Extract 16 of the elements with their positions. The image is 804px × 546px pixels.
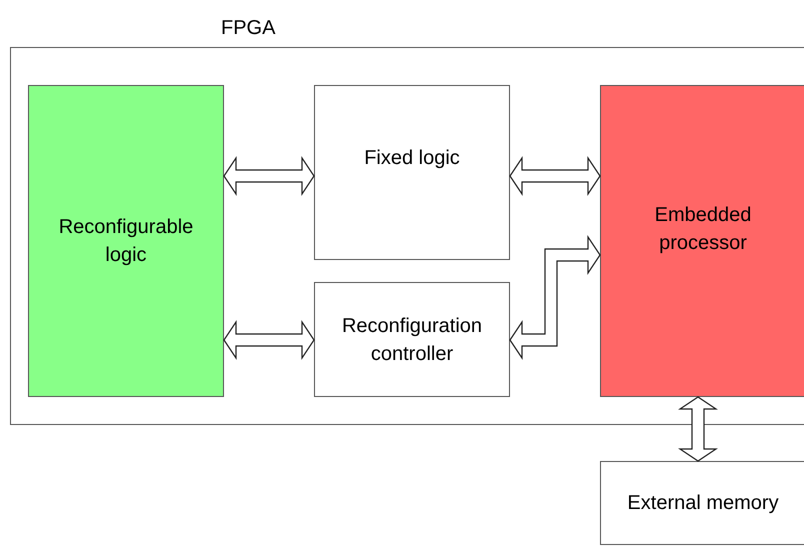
- double-block-arrow: [223, 320, 315, 360]
- logic-block: [28, 85, 224, 397]
- double-block-arrow: [678, 396, 718, 462]
- double-block-arrow: [223, 156, 315, 196]
- processor-block: [600, 85, 804, 397]
- block-label: Reconfigurable logic: [58, 215, 194, 268]
- logic-block: [314, 85, 510, 260]
- double-block-arrow: [509, 156, 601, 196]
- memory-block: [600, 461, 804, 545]
- block-label: Embedded processor: [654, 203, 752, 256]
- block-label: External memory: [627, 491, 779, 516]
- controller-block: [314, 282, 510, 397]
- block-label: Fixed logic: [364, 146, 460, 171]
- container-title: FPGA: [221, 16, 276, 41]
- double-block-arrow: [509, 235, 601, 360]
- block-label: Reconfiguration controller: [340, 314, 484, 366]
